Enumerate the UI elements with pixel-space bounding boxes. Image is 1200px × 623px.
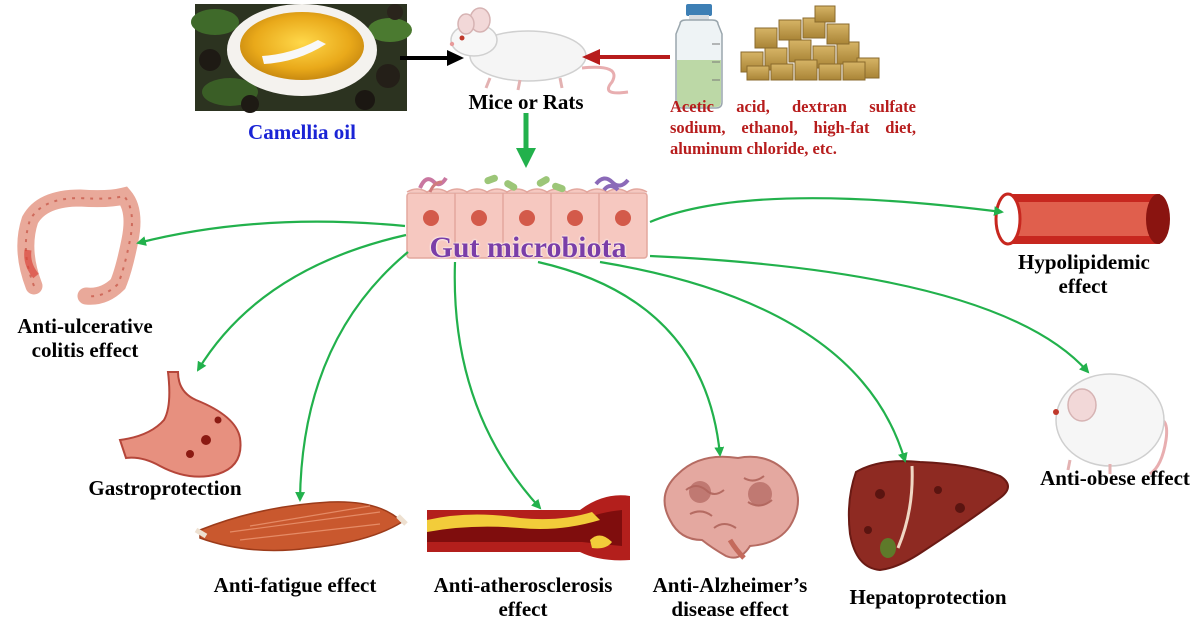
effect-label-obese: Anti-obese effect <box>1040 466 1190 490</box>
arrow-to-colitis <box>136 220 406 246</box>
effect-label-alzheimer: Anti-Alzheimer’s disease effect <box>652 573 808 621</box>
arrow-to-lipid <box>649 197 1004 224</box>
stomach-icon <box>118 371 242 478</box>
chemical-vial-icon <box>675 4 723 109</box>
effect-arrows <box>136 197 1090 510</box>
arrow-oil-to-model <box>447 50 464 66</box>
blood-vessel-icon <box>994 192 1170 246</box>
camellia-oil-photo <box>191 4 412 113</box>
effect-label-athero: Anti-atherosclerosis effect <box>433 573 613 621</box>
muscle-icon <box>194 501 408 552</box>
arrow-to-gastro <box>196 233 407 372</box>
arrow-model-to-hub <box>516 148 536 168</box>
colon-icon <box>17 186 141 305</box>
gut-epithelium-icon <box>406 174 648 259</box>
effect-label-hepato: Hepatoprotection <box>849 585 1007 609</box>
arrow-to-fatigue <box>295 251 409 502</box>
mouse-icon <box>449 7 629 95</box>
effect-label-lipid: Hypolipidemic effect <box>1018 250 1150 298</box>
arrow-to-hepato <box>599 260 908 463</box>
arrow-inducers-to-model <box>582 49 600 65</box>
effect-label-gastro: Gastroprotection <box>88 476 242 500</box>
camellia-oil-label: Camellia oil <box>248 120 356 144</box>
inducers-label: Acetic acid, dextran sulfate sodium, eth… <box>670 97 916 158</box>
brain-icon <box>663 455 799 560</box>
obese-mouse-icon <box>1053 373 1169 476</box>
liver-icon <box>847 460 1009 572</box>
effect-label-fatigue: Anti-fatigue effect <box>213 573 377 597</box>
effect-label-colitis: Anti-ulcerative colitis effect <box>17 314 153 362</box>
arrow-to-obese <box>649 254 1090 374</box>
hub-label: Gut microbiota <box>429 231 627 264</box>
arrow-to-athero <box>453 261 542 510</box>
artery-plaque-icon <box>427 495 630 561</box>
model-label: Mice or Rats <box>468 90 584 114</box>
feed-pellets-icon <box>740 5 880 81</box>
arrow-to-alzheimer <box>537 260 725 457</box>
